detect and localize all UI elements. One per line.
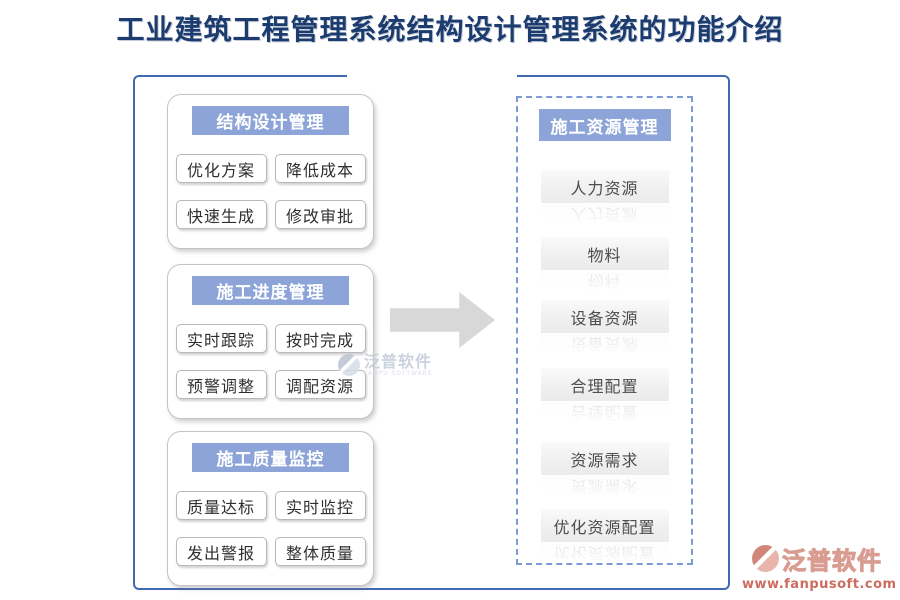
- resource-item-reflection: 合理配置: [540, 402, 669, 426]
- resource-item: 优化资源配置: [540, 509, 669, 542]
- resource-item-reflection: 设备资源: [540, 334, 669, 358]
- feature-item: 实时跟踪: [175, 324, 267, 353]
- feature-item: 质量达标: [175, 491, 267, 520]
- resource-management-panel: 施工资源管理 人力资源 人力资源 物料 物料 设备资源 设备资源 合理配置 合理…: [516, 96, 693, 567]
- resource-item: 人力资源: [540, 170, 669, 203]
- watermark-url: www.fanpusoft.com: [742, 577, 897, 592]
- fanpu-logo-icon: [338, 354, 360, 376]
- watermark-brand: 泛普软件: [782, 547, 882, 576]
- watermark-corner: 泛普软件 www.fanpusoft.com: [742, 541, 897, 592]
- feature-item: 整体质量: [274, 537, 366, 566]
- feature-item: 修改审批: [274, 200, 366, 229]
- resource-item-reflection: 人力资源: [540, 204, 669, 228]
- watermark-center: 泛普软件 FANPU SOFTWARE: [338, 354, 433, 377]
- resource-item: 物料: [540, 237, 669, 270]
- resource-item: 设备资源: [540, 300, 669, 333]
- group-quality-monitoring: 施工质量监控 质量达标 实时监控 发出警报 整体质量: [167, 431, 374, 586]
- group-header: 结构设计管理: [192, 106, 349, 135]
- group-header: 施工质量监控: [192, 443, 349, 472]
- group-header: 施工进度管理: [192, 276, 349, 305]
- outer-frame: 结构设计管理 优化方案 降低成本 快速生成 修改审批 施工进度管理 实时跟踪 按…: [133, 74, 730, 590]
- feature-item: 实时监控: [274, 491, 366, 520]
- resource-item: 合理配置: [540, 368, 669, 401]
- watermark-subtext: FANPU SOFTWARE: [364, 370, 433, 377]
- group-structure-design: 结构设计管理 优化方案 降低成本 快速生成 修改审批: [167, 94, 374, 249]
- feature-item: 降低成本: [274, 154, 366, 183]
- group-progress-management: 施工进度管理 实时跟踪 按时完成 预警调整 调配资源: [167, 264, 374, 419]
- feature-item: 预警调整: [175, 370, 267, 399]
- resource-item-reflection: 物料: [540, 271, 669, 295]
- feature-item: 优化方案: [175, 154, 267, 183]
- fanpu-logo-icon: [752, 545, 779, 572]
- resource-item-reflection: 资源需求: [540, 476, 669, 500]
- page-title: 工业建筑工程管理系统结构设计管理系统的功能介绍: [116, 13, 784, 46]
- feature-item: 发出警报: [175, 537, 267, 566]
- resource-item: 资源需求: [540, 442, 669, 475]
- panel-header: 施工资源管理: [538, 109, 671, 141]
- feature-item: 按时完成: [274, 324, 366, 353]
- outer-frame-top-gap: [347, 74, 517, 79]
- watermark-brand: 泛普软件: [364, 352, 433, 371]
- resource-item-reflection: 优化资源配置: [540, 543, 669, 567]
- feature-item: 快速生成: [175, 200, 267, 229]
